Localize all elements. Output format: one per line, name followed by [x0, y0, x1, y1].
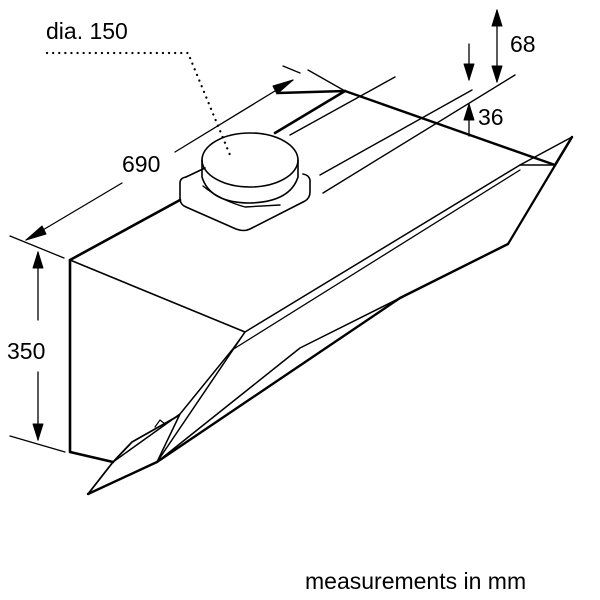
units-footnote: measurements in mm [305, 568, 527, 594]
duct-collar [179, 132, 311, 232]
offset-dimensions [463, 9, 503, 137]
diameter-leader [45, 51, 232, 157]
top-offset-label: 68 [510, 31, 536, 57]
chimney-outline [273, 74, 516, 194]
glass-panel [86, 135, 574, 496]
diameter-label: dia. 150 [46, 18, 128, 44]
height-dimension [9, 251, 66, 453]
width-dimension [9, 65, 301, 259]
height-label: 350 [7, 338, 46, 364]
width-label: 690 [122, 151, 161, 177]
duct-offset-label: 36 [478, 104, 504, 130]
